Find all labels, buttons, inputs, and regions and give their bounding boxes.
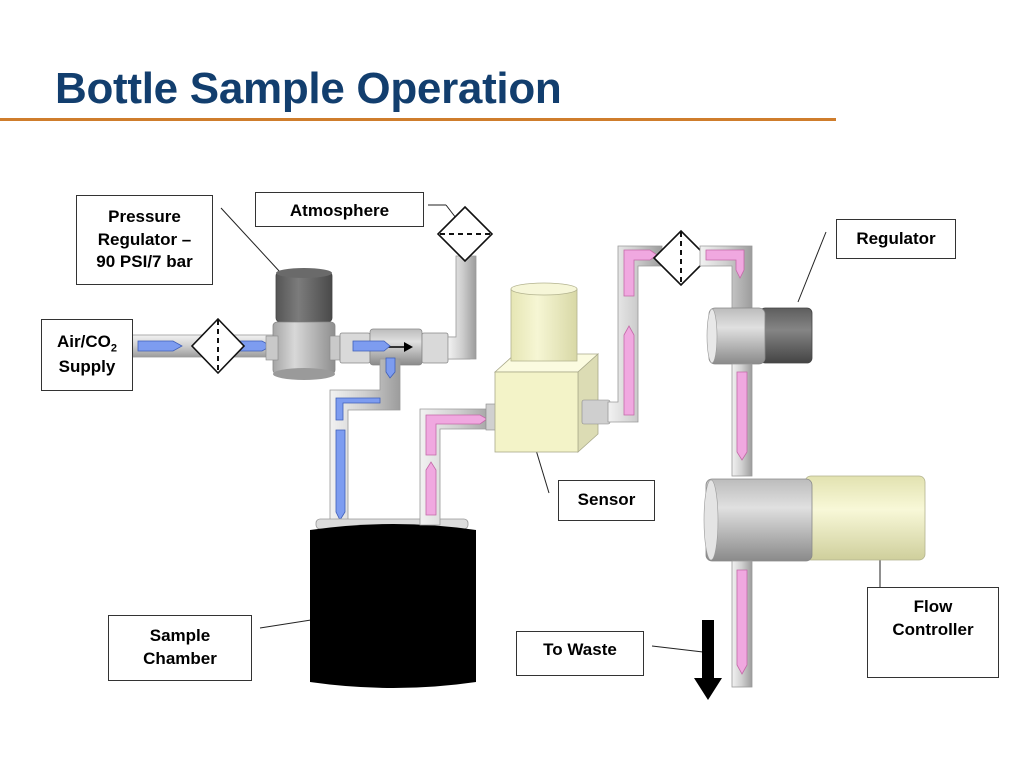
- leader-atmosphere-2: [445, 204, 457, 219]
- waste-line: [694, 560, 753, 700]
- flow-controller-body: [705, 478, 813, 562]
- leader-pressure-regulator: [220, 207, 281, 273]
- title-underline: [0, 118, 836, 121]
- to-waste-label-text: To Waste: [543, 640, 617, 659]
- atmosphere-label: Atmosphere: [255, 192, 424, 227]
- pressure-regulator-assembly: [265, 268, 343, 380]
- leader-regulator: [797, 231, 827, 303]
- outlet-filter-icon: [652, 229, 710, 287]
- sensor-block: [494, 371, 579, 453]
- sample-chamber-label-line1: Sample: [149, 626, 211, 646]
- atmosphere-label-text: Atmosphere: [289, 201, 390, 220]
- waste-direction-arrow-icon: [694, 620, 722, 700]
- atmosphere-filter-icon: [436, 205, 494, 263]
- slide-title: Bottle Sample Operation: [55, 64, 562, 113]
- inlet-filter-icon: [190, 317, 246, 375]
- regulator-label: Regulator: [836, 219, 956, 259]
- sample-chamber-label: Sample Chamber: [108, 615, 252, 681]
- leader-sample-chamber: [259, 619, 312, 629]
- sensor-label: Sensor: [558, 480, 655, 521]
- atmosphere-vent-pipe: [447, 255, 477, 360]
- pressure-regulator-knob: [275, 271, 333, 323]
- pressure-regulator-label-line1: Pressure: [108, 206, 181, 226]
- sample-chamber-label-line2: Chamber: [143, 649, 217, 668]
- regulator-knob: [759, 307, 813, 364]
- sensor-label-text: Sensor: [577, 490, 636, 510]
- sample-flow-elbow: [425, 414, 488, 456]
- feed-flow-elbow: [335, 397, 381, 421]
- regulator-assembly: [706, 307, 813, 365]
- sample-flow-arrow-up: [425, 461, 437, 516]
- outlet-flow-elbow: [623, 249, 658, 297]
- air-supply-label-subscript: 2: [110, 342, 117, 355]
- flow-controller-label-line1: Flow: [913, 597, 953, 616]
- pressure-regulator-label-line3: 90 PSI/7 bar: [96, 252, 193, 272]
- check-valve-arrow-icon: [404, 342, 413, 352]
- regulator-inlet-flow: [705, 249, 745, 279]
- regulator-body: [708, 307, 766, 365]
- sensor-assembly: [493, 282, 611, 453]
- flow-controller-label: Flow Controller: [867, 587, 999, 678]
- feed-flow-arrow: [335, 429, 346, 521]
- regulator-label-text: Regulator: [856, 228, 936, 248]
- tee-fitting: [339, 205, 494, 366]
- outlet-flow-arrow-up: [623, 325, 635, 416]
- feed-line: [329, 357, 401, 526]
- air-supply-label-main: Air/CO: [57, 331, 111, 351]
- sample-chamber: [310, 518, 476, 688]
- flow-controller-cap: [804, 475, 926, 561]
- leader-sensor: [535, 449, 550, 494]
- pressure-regulator-label-line2: Regulator –: [97, 229, 192, 249]
- inlet-line: [131, 317, 283, 375]
- regulator-outlet-line: [731, 363, 753, 477]
- air-supply-label: Air/CO2 Supply: [41, 319, 133, 391]
- tee-flow-arrow: [352, 340, 391, 352]
- to-waste-label: To Waste: [516, 631, 644, 676]
- flow-controller-assembly: [703, 475, 926, 562]
- air-supply-label-line1: Air/CO2: [57, 331, 117, 356]
- chamber-body: [310, 524, 476, 688]
- waste-flow-arrow: [736, 569, 748, 675]
- sensor-cylinder: [510, 288, 578, 362]
- sensor-outlet-pipe: [607, 245, 663, 423]
- inlet-flow-arrow-1: [137, 340, 183, 352]
- sample-line: [419, 403, 499, 526]
- leader-to-waste: [651, 645, 704, 653]
- pressure-regulator-label: Pressure Regulator – 90 PSI/7 bar: [76, 195, 213, 285]
- air-supply-label-line2: Supply: [58, 357, 116, 377]
- pressure-regulator-body: [272, 321, 336, 375]
- regulator-outlet-flow: [736, 371, 748, 461]
- flow-controller-label-line2: Controller: [892, 619, 974, 639]
- sensor-outlet-line: [607, 229, 753, 423]
